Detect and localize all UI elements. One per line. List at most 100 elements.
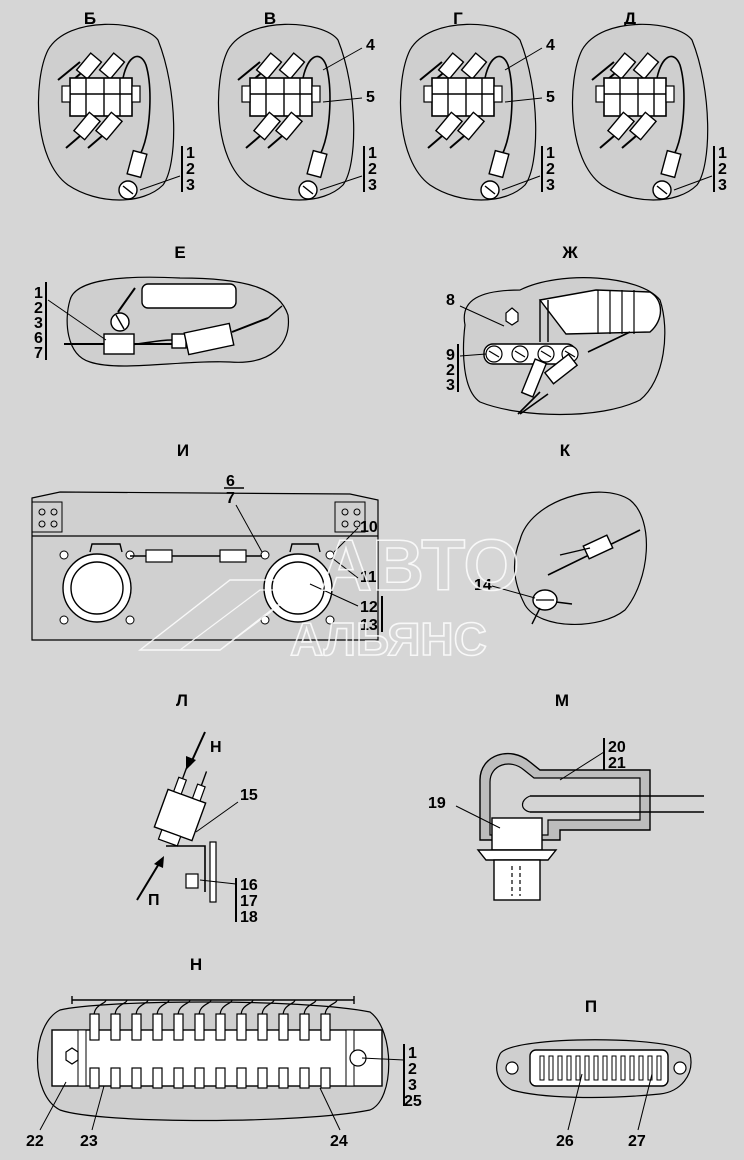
terminal-pin-top [89,1013,100,1041]
callout-18: 18 [240,909,258,926]
terminal-pin-top [173,1013,184,1041]
terminal-pin-bottom [278,1067,289,1089]
view-d: Д 1 2 3 [571,9,727,201]
view-n: Н 1 2 3 25 22 23 24 [26,955,422,1150]
terminal-pin-top [152,1013,163,1041]
callout-9: 9 [446,347,455,364]
view-label-v: В [264,9,276,28]
pin-wire [303,999,317,1017]
callout-11: 11 [360,569,377,586]
view-label-k: К [560,441,571,460]
view-b: Б 1 2 3 [37,9,195,201]
callout-8: 8 [446,292,455,309]
watermark-line2: АЛЬЯНС [290,613,487,665]
callout-3: 3 [446,377,455,394]
callout-2: 2 [186,161,195,178]
socket-slot [557,1055,563,1081]
view-p: П 26 27 [496,997,692,1150]
view-g: Г 1 2 3 4 5 [399,9,555,201]
callout-3: 3 [408,1077,417,1094]
callout-7: 7 [226,490,235,507]
view-label-i: И [177,441,189,460]
callout-2: 2 [546,161,555,178]
callout-4: 4 [546,37,555,54]
callout-27: 27 [628,1133,646,1150]
socket-slot [566,1055,572,1081]
callout-6: 6 [34,330,43,347]
view-label-l: Л [176,691,188,710]
pin-wire [324,999,338,1017]
callout-23: 23 [80,1133,98,1150]
terminal-pin-bottom [257,1067,268,1089]
terminal-pin-bottom [131,1067,142,1089]
terminal-pin-top [299,1013,310,1041]
callout-2: 2 [408,1061,417,1078]
callout-1: 1 [408,1045,417,1062]
arrow-label-p: П [148,892,160,909]
callout-14: 14 [474,577,492,594]
view-v: В 1 2 3 4 5 [217,9,377,201]
view-label-e: Е [174,243,185,262]
view-label-zh: Ж [561,243,578,262]
socket-slot [620,1055,626,1081]
callout-3: 3 [34,315,43,332]
callout-10: 10 [360,519,378,536]
terminal-pin-bottom [215,1067,226,1089]
callout-2: 2 [368,161,377,178]
callout-24: 24 [330,1133,348,1150]
socket-slot [539,1055,545,1081]
terminal-pin-bottom [236,1067,247,1089]
callout-15: 15 [240,787,258,804]
socket-slot [611,1055,617,1081]
callout-6: 6 [226,473,235,490]
callout-26: 26 [556,1133,574,1150]
pin-wire [156,999,170,1017]
pin-wire [135,999,149,1017]
terminal-pin-bottom [89,1067,100,1089]
callout-3: 3 [546,177,555,194]
watermark-line1: АВТО [320,526,519,606]
callout-1: 1 [368,145,377,162]
terminal-pin-bottom [152,1067,163,1089]
view-label-b: Б [84,9,96,28]
socket-slot [656,1055,662,1081]
callout-21: 21 [608,755,626,772]
view-label-p: П [585,997,597,1016]
pin-wire [219,999,233,1017]
terminal-pin-top [215,1013,226,1041]
callout-7: 7 [34,345,43,362]
view-label-d: Д [624,9,636,28]
watermark: АВТО АЛЬЯНС [137,525,520,666]
socket-slot [584,1055,590,1081]
arrow-label-n: Н [210,739,222,756]
callout-3: 3 [718,177,727,194]
callout-2: 2 [34,300,43,317]
terminal-pin-top [278,1013,289,1041]
callout-22: 22 [26,1133,44,1150]
view-label-n: Н [190,955,202,974]
terminal-pin-bottom [110,1067,121,1089]
callout-5: 5 [366,89,375,106]
pin-wire [261,999,275,1017]
socket-slot [575,1055,581,1081]
view-label-g: Г [453,9,463,28]
view-zh: Ж 8 9 2 3 [446,243,666,416]
view-m: М 20 21 19 [428,691,704,901]
pin-wire [93,999,107,1017]
terminal-pin-top [257,1013,268,1041]
terminal-pin-bottom [173,1067,184,1089]
callout-20: 20 [608,739,626,756]
terminal-pin-top [320,1013,331,1041]
pin-wire [177,999,191,1017]
callout-1: 1 [546,145,555,162]
callout-3: 3 [368,177,377,194]
pin-wire [198,999,212,1017]
terminal-pins [89,999,338,1089]
terminal-pin-top [131,1013,142,1041]
view-label-m: М [555,691,569,710]
socket-slot [593,1055,599,1081]
callout-25: 25 [404,1093,422,1110]
socket-slot [602,1055,608,1081]
view-i: И 6 7 10 11 [31,441,383,641]
callout-4: 4 [366,37,375,54]
